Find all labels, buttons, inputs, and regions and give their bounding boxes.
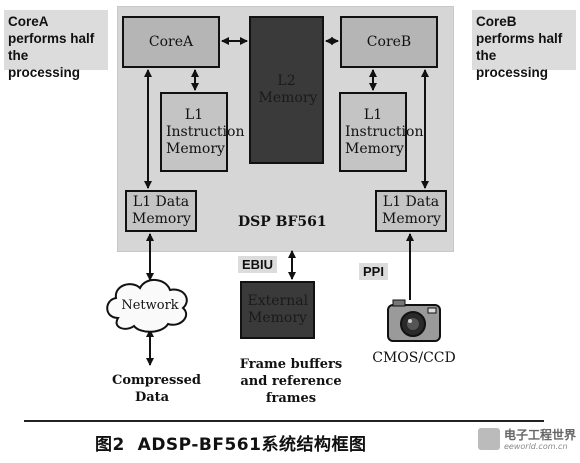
- external-memory-label: External Memory: [247, 293, 309, 326]
- watermark-url: eeworld.com.cn: [504, 442, 568, 451]
- corea-block: CoreA: [122, 16, 220, 68]
- coreb-block: CoreB: [340, 16, 438, 68]
- l1-instruction-a-block: L1 Instruction Memory: [160, 92, 244, 172]
- dsp-label: DSP BF561: [238, 214, 327, 230]
- l1-data-a-label: L1 Data Memory: [132, 194, 191, 227]
- l2-memory-label: L2 Memory: [258, 73, 318, 106]
- l1-data-b-label: L1 Data Memory: [382, 194, 441, 227]
- coreb-note: CoreB performs half the processing: [472, 10, 576, 80]
- cmos-ccd-label: CMOS/CCD: [372, 350, 456, 366]
- caption-divider: [24, 420, 544, 422]
- network-cloud-icon: [106, 279, 188, 333]
- watermark-badge-icon: [478, 428, 500, 450]
- l1-data-a-block: L1 Data Memory: [125, 190, 197, 232]
- external-memory-block: External Memory: [240, 281, 315, 339]
- corea-label: CoreA: [148, 33, 194, 50]
- frame-buffers-label: Frame buffers and reference frames: [239, 357, 343, 406]
- l1-instruction-b-block: L1 Instruction Memory: [339, 92, 423, 172]
- camera-icon: [387, 299, 441, 342]
- figure-caption: 图2 ADSP-BF561系统结构框图: [95, 435, 367, 455]
- watermark-logo-text: 电子工程世界: [504, 428, 577, 442]
- coreb-label: CoreB: [366, 33, 412, 50]
- l2-memory-block: L2 Memory: [249, 16, 324, 164]
- compressed-data-label: Compressed Data: [112, 373, 201, 405]
- corea-note: CoreA performs half the processing: [4, 10, 108, 80]
- network-label: Network: [121, 298, 179, 313]
- ebiu-label: EBIU: [238, 256, 278, 273]
- watermark-logo: 电子工程世界 eeworld.com.cn: [478, 426, 578, 460]
- ppi-label: PPI: [359, 263, 388, 280]
- l1-data-b-block: L1 Data Memory: [375, 190, 447, 232]
